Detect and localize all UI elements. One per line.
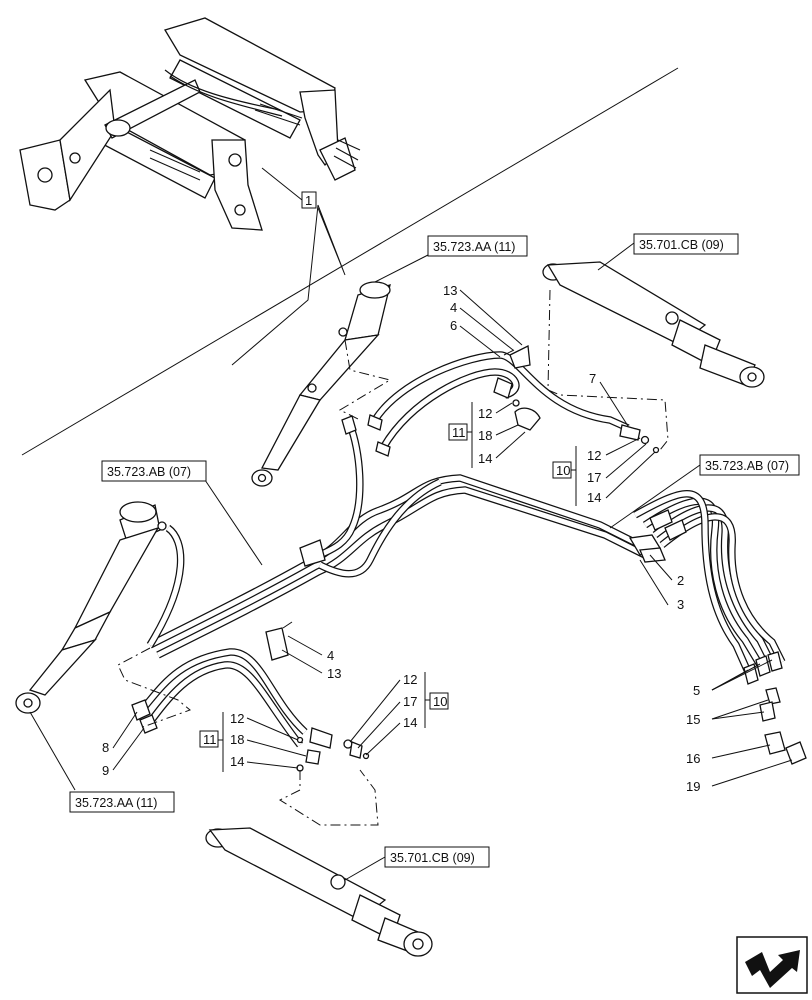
- lower-dashline-right: [278, 769, 379, 826]
- group-11a: 11: [452, 425, 466, 440]
- cyl-top-ref: 35.723.AA (11): [433, 240, 515, 254]
- group-10b: 10: [433, 694, 447, 709]
- callout-17b: 17: [403, 694, 417, 709]
- boom-bottom-ref-group: 35.701.CB (09): [344, 846, 490, 881]
- boom-bottom-ref: 35.701.CB (09): [390, 851, 475, 865]
- boom-top-ref-group: 35.701.CB (09): [597, 233, 739, 271]
- callouts-top-cluster: 13 4 6: [443, 283, 523, 358]
- callout-12c: 12: [403, 672, 417, 687]
- callout-18b: 18: [230, 732, 244, 747]
- callout-14b: 14: [587, 490, 601, 505]
- right-hose-bundle: [633, 490, 807, 765]
- callouts-right-bottom: 5 15 16 19: [686, 659, 793, 794]
- callout-3: 3: [677, 597, 684, 612]
- callout-group-10-lower: 10 12 17 14: [349, 672, 449, 756]
- lift-cylinder-left: [15, 501, 185, 714]
- main-hose-bundle: [148, 415, 666, 659]
- callout-14a: 14: [478, 451, 492, 466]
- hose-right-ref: 35.723.AB (07): [705, 459, 789, 473]
- cyl-top-ref-group: 35.723.AA (11): [374, 235, 528, 283]
- callout-8: 8: [102, 740, 109, 755]
- callout-14d: 14: [230, 754, 244, 769]
- callouts-2-3: 2 3: [639, 554, 684, 612]
- callout-17a: 17: [587, 470, 601, 485]
- next-page-arrow-icon[interactable]: [736, 936, 808, 994]
- callout-15: 15: [686, 712, 700, 727]
- group-11b: 11: [203, 732, 217, 747]
- loader-frame-illustration: [19, 17, 361, 231]
- boom-top-ref: 35.701.CB (09): [639, 238, 724, 252]
- callout-group-11-lower: 11 12 18 14: [199, 711, 307, 772]
- hose-left-ref-group: 35.723.AB (07): [101, 460, 263, 566]
- callout-18a: 18: [478, 428, 492, 443]
- callouts-4-13-middle: 4 13: [281, 635, 341, 681]
- upper-dashline: [338, 339, 392, 421]
- hose-left-ref: 35.723.AB (07): [107, 465, 191, 479]
- callout-13a: 13: [443, 283, 457, 298]
- callout-13b: 13: [327, 666, 341, 681]
- callouts-8-9: 8 9: [102, 711, 145, 778]
- upper-hose-pair: [367, 344, 660, 457]
- callout-14c: 14: [403, 715, 417, 730]
- frame-callout-group: 1: [231, 167, 346, 366]
- boom-top-dashline: [547, 289, 669, 451]
- callout-16: 16: [686, 751, 700, 766]
- callout-group-11-upper: 11 12 18 14: [448, 402, 526, 468]
- lower-hose-pair: [131, 621, 370, 772]
- lower-dashline-left: [117, 647, 191, 729]
- callout-7: 7: [589, 371, 596, 386]
- separator-line: [21, 67, 679, 456]
- cyl-bottom-ref-group: 35.723.AA (11): [29, 711, 175, 813]
- callout-group-10-upper: 10 12 17 14: [552, 437, 656, 506]
- boom-cylinder-bottom: [205, 827, 433, 957]
- group-10a: 10: [556, 463, 570, 478]
- callout-2: 2: [677, 573, 684, 588]
- callout-12b: 12: [587, 448, 601, 463]
- callout-19: 19: [686, 779, 700, 794]
- cyl-bottom-ref: 35.723.AA (11): [75, 796, 157, 810]
- callout-12a: 12: [478, 406, 492, 421]
- frame-callout: 1: [305, 193, 312, 208]
- callout-12d: 12: [230, 711, 244, 726]
- hose-right-ref-group: 35.723.AB (07): [609, 454, 800, 529]
- callout-4a: 4: [450, 300, 457, 315]
- callout-5: 5: [693, 683, 700, 698]
- lift-cylinder-top: [251, 281, 391, 487]
- callout-6: 6: [450, 318, 457, 333]
- boom-cylinder-top: [542, 261, 765, 388]
- callout-9: 9: [102, 763, 109, 778]
- callout-4b: 4: [327, 648, 334, 663]
